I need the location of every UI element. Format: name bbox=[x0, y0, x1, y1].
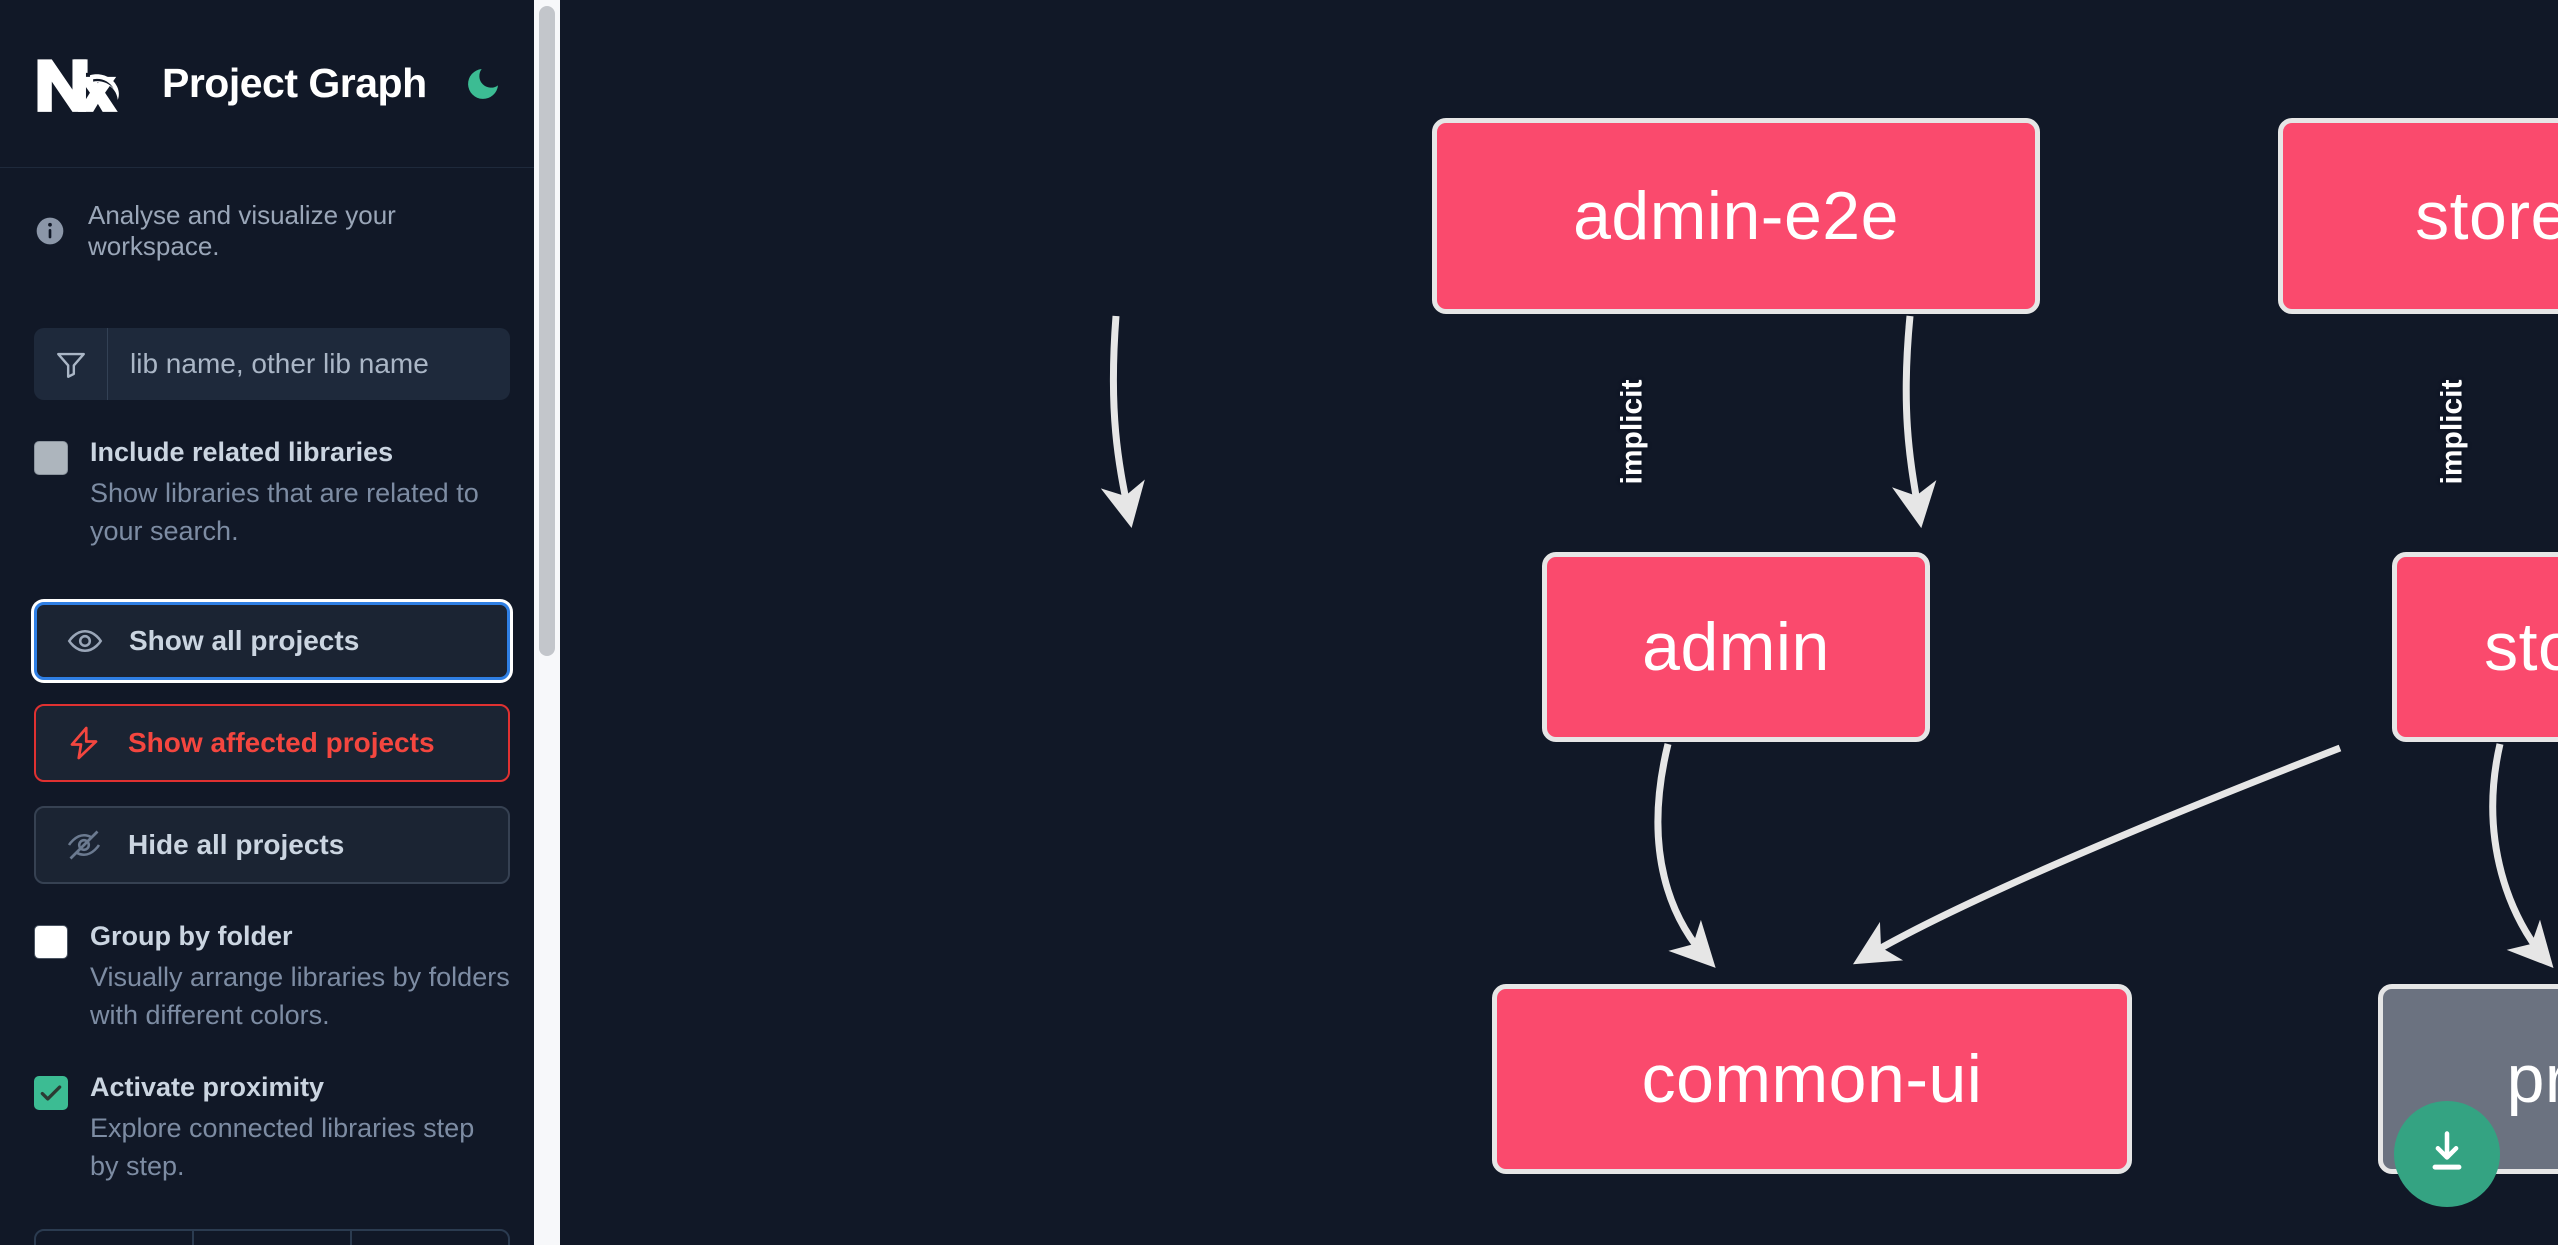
graph-node-label: store-e2e bbox=[2415, 178, 2558, 254]
checkbox-group-by-folder[interactable]: Group by folder Visually arrange librari… bbox=[0, 920, 544, 1034]
activate-proximity-label: Activate proximity bbox=[90, 1071, 325, 1102]
checkbox-activate-proximity[interactable]: Activate proximity Explore connected lib… bbox=[0, 1071, 544, 1185]
edge-store-to-common-ui bbox=[1852, 744, 2342, 965]
include-related-libraries-checkbox[interactable] bbox=[34, 441, 68, 475]
edge-admin-to-common-ui bbox=[1654, 743, 1716, 968]
hide-all-projects-button[interactable]: Hide all projects bbox=[34, 806, 510, 885]
graph-canvas[interactable]: admin-e2e store-e2e admin store common-u… bbox=[560, 0, 2558, 1245]
graph-node-store-e2e[interactable]: store-e2e bbox=[2278, 118, 2558, 314]
sidebar-header: Project Graph bbox=[0, 0, 544, 168]
graph-node-label: admin-e2e bbox=[1573, 178, 1899, 254]
edge-store-to-products bbox=[2489, 743, 2554, 969]
page-title: Project Graph bbox=[162, 60, 427, 106]
analyse-text: Analyse and visualize your workspace. bbox=[88, 200, 396, 261]
info-icon bbox=[34, 215, 66, 247]
download-image-button[interactable] bbox=[2394, 1101, 2500, 1207]
search-input[interactable] bbox=[108, 328, 510, 400]
proximity-stepper-control[interactable] bbox=[34, 1229, 510, 1245]
checkbox-include-related-libraries[interactable]: Include related libraries Show libraries… bbox=[0, 436, 544, 550]
activate-proximity-checkbox[interactable] bbox=[34, 1075, 68, 1110]
include-related-libraries-description: Show libraries that are related to your … bbox=[90, 477, 479, 547]
lightning-bolt-icon bbox=[64, 723, 104, 763]
activate-proximity-description: Explore connected libraries step by step… bbox=[90, 1112, 475, 1181]
eye-icon bbox=[65, 621, 105, 661]
graph-node-admin[interactable]: admin bbox=[1542, 552, 1930, 742]
eye-off-icon bbox=[64, 825, 104, 865]
proximity-value-display bbox=[194, 1231, 352, 1245]
show-affected-projects-label: Show affected projects bbox=[128, 727, 435, 759]
graph-edges bbox=[1100, 315, 2554, 969]
graph-node-store[interactable]: store bbox=[2392, 552, 2558, 742]
show-all-projects-button[interactable]: Show all projects bbox=[34, 602, 510, 681]
group-by-folder-description: Visually arrange libraries by folders wi… bbox=[90, 962, 510, 1031]
sidebar-scrollbar-thumb[interactable] bbox=[539, 6, 555, 656]
project-visibility-buttons: Show all projects Show affected projects bbox=[0, 602, 544, 885]
nx-logo bbox=[34, 53, 130, 115]
hide-all-projects-label: Hide all projects bbox=[128, 829, 345, 861]
group-by-folder-label: Group by folder bbox=[90, 921, 293, 952]
analyse-hint: Analyse and visualize your workspace. bbox=[0, 168, 544, 262]
graph-node-label: admin bbox=[1642, 609, 1830, 685]
moon-icon[interactable] bbox=[461, 62, 505, 106]
graph-node-admin-e2e[interactable]: admin-e2e bbox=[1432, 118, 2040, 314]
proximity-decrease-button[interactable] bbox=[36, 1231, 194, 1245]
graph-node-common-ui[interactable]: common-ui bbox=[1492, 984, 2132, 1174]
download-icon bbox=[2421, 1126, 2473, 1183]
graph-node-label: common-ui bbox=[1641, 1041, 1983, 1117]
graph-node-label: products bbox=[2506, 1041, 2558, 1117]
edge-admin-e2e-to-admin bbox=[1100, 315, 1145, 529]
proximity-increase-button[interactable] bbox=[352, 1231, 508, 1245]
filter-icon bbox=[34, 328, 108, 400]
graph-node-label: store bbox=[2484, 609, 2558, 685]
include-related-libraries-label: Include related libraries bbox=[90, 437, 394, 467]
sidebar-scrollbar-track[interactable] bbox=[534, 0, 560, 1245]
search-box[interactable] bbox=[34, 328, 510, 400]
group-by-folder-checkbox[interactable] bbox=[34, 925, 68, 960]
edge-store-e2e-to-store bbox=[1892, 315, 1937, 529]
show-all-projects-label: Show all projects bbox=[129, 625, 360, 657]
sidebar: Project Graph Analyse and visualize your… bbox=[0, 0, 560, 1245]
show-affected-projects-button[interactable]: Show affected projects bbox=[34, 704, 510, 783]
